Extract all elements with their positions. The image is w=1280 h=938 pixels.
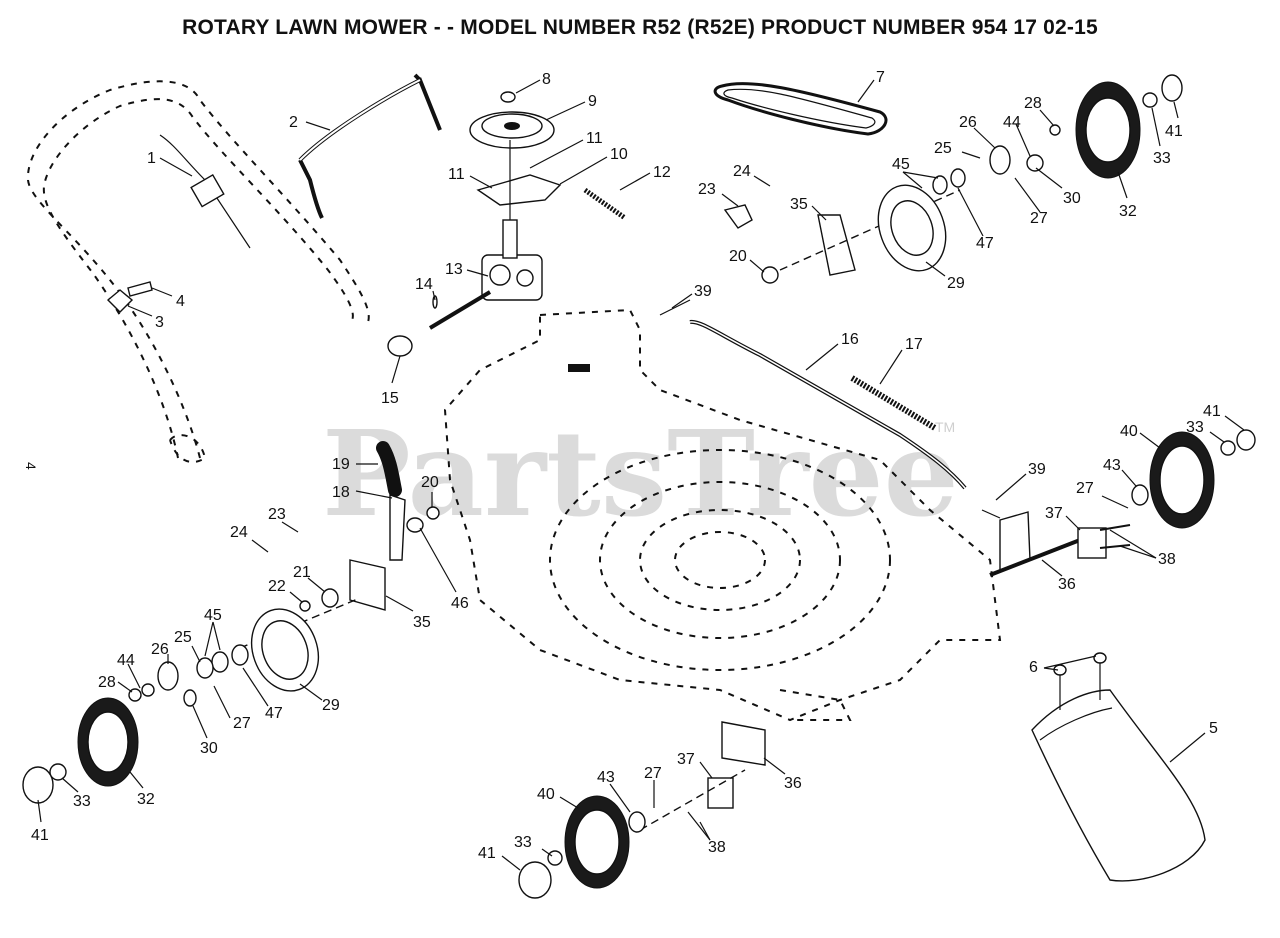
part-control-bar: [298, 73, 442, 219]
part-deflector: [1031, 652, 1206, 882]
diagram-title: ROTARY LAWN MOWER - - MODEL NUMBER R52 (…: [182, 16, 1098, 39]
callout-35-left: 35: [413, 614, 431, 631]
handle-assembly-outline: [26, 80, 370, 463]
callout-39-upper: 39: [694, 283, 712, 300]
callout-27-bottom: 27: [644, 765, 662, 782]
part-clip-lower: [981, 509, 1001, 519]
part-pulley-assembly: [469, 91, 562, 240]
callout-41-upper-right: 41: [1165, 123, 1183, 140]
callout-9: 9: [588, 93, 597, 110]
callout-37-bottom: 37: [677, 751, 695, 768]
part-clip-upper: [659, 299, 691, 316]
callout-38-bottom: 38: [708, 839, 726, 856]
callout-16: 16: [841, 331, 859, 348]
callout-27-lower-right: 27: [1076, 480, 1094, 497]
callout-11-right: 11: [586, 130, 603, 147]
callout-22: 22: [268, 578, 286, 595]
callout-24-left: 24: [230, 524, 248, 541]
callout-27-left: 27: [233, 715, 251, 732]
callout-6: 6: [1029, 659, 1038, 676]
part-belt: [713, 82, 888, 136]
watermark: PartsTree: [322, 404, 959, 543]
callout-28-left: 28: [98, 674, 116, 691]
callout-41-bottom: 41: [478, 845, 496, 862]
callout-17: 17: [905, 336, 923, 353]
callout-38-right: 38: [1158, 551, 1176, 568]
right-upper-wheel-assembly: [723, 74, 1183, 284]
callout-41-lower-right: 41: [1203, 403, 1221, 420]
callout-40-right: 40: [1120, 423, 1138, 440]
callout-44-right: 44: [1003, 114, 1021, 131]
callout-43-bottom: 43: [597, 769, 615, 786]
callout-37-right: 37: [1045, 505, 1063, 522]
callout-47-right: 47: [976, 235, 994, 252]
part-cable: [159, 134, 251, 249]
callout-26-right: 26: [959, 114, 977, 131]
callout-2: 2: [289, 114, 298, 131]
callout-43-right: 43: [1103, 457, 1121, 474]
callout-33-lower-right: 33: [1186, 419, 1204, 436]
callout-12: 12: [653, 164, 671, 181]
callout-3: 3: [155, 314, 164, 331]
callout-4: 4: [176, 293, 185, 310]
callout-23-left: 23: [268, 506, 286, 523]
callout-27-upper-right: 27: [1030, 210, 1048, 227]
part-height-rod: [689, 319, 967, 490]
page-number: 4: [23, 462, 39, 470]
callout-5: 5: [1209, 720, 1218, 737]
callout-11-left: 11: [448, 166, 465, 183]
callout-29-right: 29: [947, 275, 965, 292]
callout-10: 10: [610, 146, 628, 163]
callout-39-lower: 39: [1028, 461, 1046, 478]
callout-45-right: 45: [892, 156, 910, 173]
callout-26-left: 26: [151, 641, 169, 658]
callout-7: 7: [876, 69, 885, 86]
callout-20-right: 20: [729, 248, 747, 265]
callout-20-left: 20: [421, 474, 439, 491]
bottom-wheel-assembly: [518, 721, 766, 899]
callout-8: 8: [542, 71, 551, 88]
callout-46: 46: [451, 595, 469, 612]
callout-30-right: 30: [1063, 190, 1081, 207]
right-lower-wheel-assembly: [989, 429, 1256, 577]
callout-36-right: 36: [1058, 576, 1076, 593]
callout-24-right: 24: [733, 163, 751, 180]
part-spring-small: [583, 187, 627, 221]
watermark-trademark: TM: [935, 419, 955, 435]
callout-18: 18: [332, 484, 350, 501]
callout-15: 15: [381, 390, 399, 407]
callout-23-right: 23: [698, 181, 716, 198]
part-lever: [376, 441, 440, 561]
part-bracket-bolt: [106, 281, 153, 313]
mower-deck-outline: [443, 308, 1002, 722]
callout-21: 21: [293, 564, 311, 581]
callout-32-right: 32: [1119, 203, 1137, 220]
callout-32-left: 32: [137, 791, 155, 808]
callouts: 1 2 3 4 5 6 7 8 9 10 11 11 12 13 14 15: [31, 69, 1245, 871]
callout-25-left: 25: [174, 629, 192, 646]
callout-33-bottom: 33: [514, 834, 532, 851]
callout-19: 19: [332, 456, 350, 473]
callout-40-bottom: 40: [537, 786, 555, 803]
callout-1: 1: [147, 150, 156, 167]
callout-33-upper-right: 33: [1153, 150, 1171, 167]
callout-47-left: 47: [265, 705, 283, 722]
callout-33-left: 33: [73, 793, 91, 810]
callout-41-left: 41: [31, 827, 49, 844]
callout-45-left: 45: [204, 607, 222, 624]
left-wheel-assembly: [22, 559, 386, 804]
part-transmission: [387, 219, 543, 357]
callout-29-left: 29: [322, 697, 340, 714]
callout-13: 13: [445, 261, 463, 278]
callout-28-right: 28: [1024, 95, 1042, 112]
callout-44-left: 44: [117, 652, 135, 669]
callout-36-bottom: 36: [784, 775, 802, 792]
callout-35-right: 35: [790, 196, 808, 213]
callout-14: 14: [415, 276, 433, 293]
callout-30-left: 30: [200, 740, 218, 757]
callout-25-right: 25: [934, 140, 952, 157]
